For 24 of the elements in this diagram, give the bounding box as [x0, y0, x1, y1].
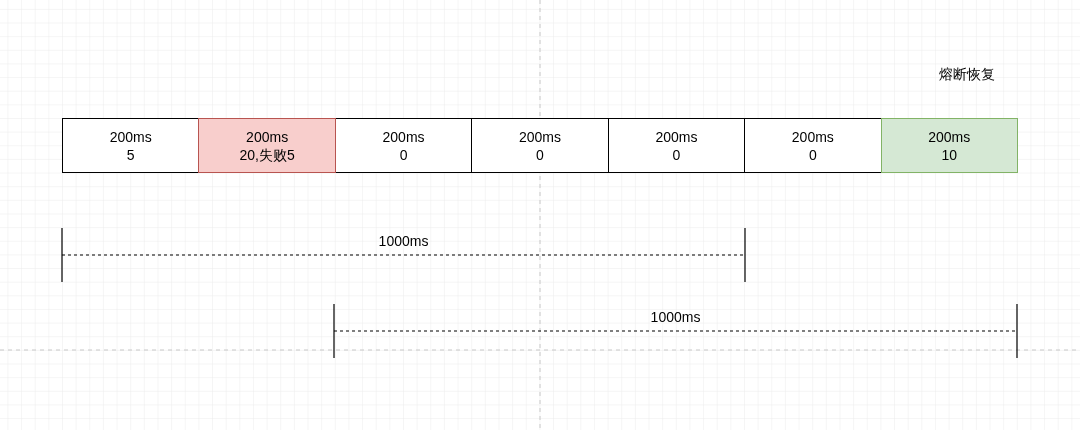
cell-text: 200ms: [928, 127, 971, 146]
time-window-cell: [198, 118, 336, 173]
cell-caption: 熔断恢复: [938, 66, 995, 84]
cell-text: 200ms: [791, 127, 834, 146]
cell-text: 200ms: [246, 127, 289, 146]
time-window-cell: [334, 118, 473, 173]
cell-text: 0: [808, 145, 817, 164]
time-window-cell: [607, 118, 746, 173]
cell-text: 200ms: [382, 127, 425, 146]
cell-text: 200ms: [109, 127, 152, 146]
cell-text: 200ms: [518, 127, 561, 146]
cell-text: 200ms: [655, 127, 698, 146]
time-window-cell: [62, 118, 200, 173]
time-window-cell: [471, 118, 609, 173]
cell-text: 0: [672, 145, 681, 164]
dimension-label: 1000ms: [378, 233, 429, 249]
time-window-cell: [880, 118, 1018, 173]
time-window-cell: [744, 118, 882, 173]
cell-text: 5: [126, 145, 135, 164]
cell-text: 0: [399, 145, 408, 164]
cell-text: 0: [536, 145, 544, 164]
cell-text: 10: [941, 145, 958, 164]
cell-text: 20,失败5: [239, 145, 295, 164]
dimension-label: 1000ms: [650, 309, 701, 325]
